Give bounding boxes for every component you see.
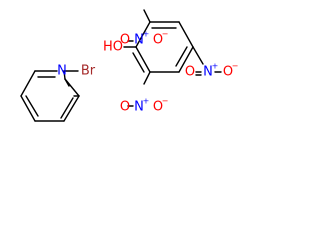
nitro-group-top: N + O O − xyxy=(120,9,169,48)
benzene-ring-bonds xyxy=(132,21,194,73)
nitro-top-o-right: O xyxy=(153,33,163,48)
nitro-group-right: O N + O − xyxy=(185,46,239,80)
chemical-structure-canvas: N Br HO N + O O − xyxy=(20,9,239,122)
bond xyxy=(20,70,36,97)
c-n-bond xyxy=(143,71,151,85)
bromopyridine-structure: N Br xyxy=(20,64,96,122)
nitro-right-o-charge: − xyxy=(232,62,239,71)
picric-acid-structure: HO N + O O − O N + O − N + xyxy=(103,9,239,115)
bond xyxy=(178,21,194,48)
c-n-bond xyxy=(192,46,204,65)
nitro-top-n-label: N xyxy=(134,33,144,48)
bond xyxy=(63,95,80,122)
nitro-right-o-left: O xyxy=(185,65,195,80)
nitro-bottom-n-label: N xyxy=(134,100,144,115)
nitro-bottom-o-charge: − xyxy=(162,97,169,106)
nitro-top-o-left: O xyxy=(120,33,130,48)
nitro-top-n-charge: + xyxy=(143,30,150,39)
bond xyxy=(132,52,145,73)
bromine-label: Br xyxy=(81,64,96,79)
nitro-right-n-label: N xyxy=(203,65,213,80)
bond xyxy=(25,95,39,117)
nitro-bottom-n-charge: + xyxy=(143,97,150,106)
nitro-bottom-o-left: O xyxy=(120,100,130,115)
nitro-bottom-o-right: O xyxy=(153,100,163,115)
bond xyxy=(135,46,151,73)
bond xyxy=(135,21,151,48)
bond xyxy=(175,46,188,67)
bond xyxy=(60,97,74,119)
nitro-right-o-right: O xyxy=(223,65,233,80)
bond xyxy=(178,46,194,73)
c-br-bond xyxy=(64,78,80,97)
c-br-bond xyxy=(63,70,66,80)
pyridine-ring-bonds xyxy=(20,70,80,122)
bond xyxy=(20,95,36,122)
nitro-group-bottom: N + O O − xyxy=(120,71,169,115)
pyridine-nitrogen-label: N xyxy=(57,64,67,79)
c-n-bond xyxy=(143,9,151,23)
nitro-right-n-charge: + xyxy=(212,62,219,71)
hydroxyl-label: HO xyxy=(103,40,123,55)
nitro-top-o-charge: − xyxy=(162,30,169,39)
